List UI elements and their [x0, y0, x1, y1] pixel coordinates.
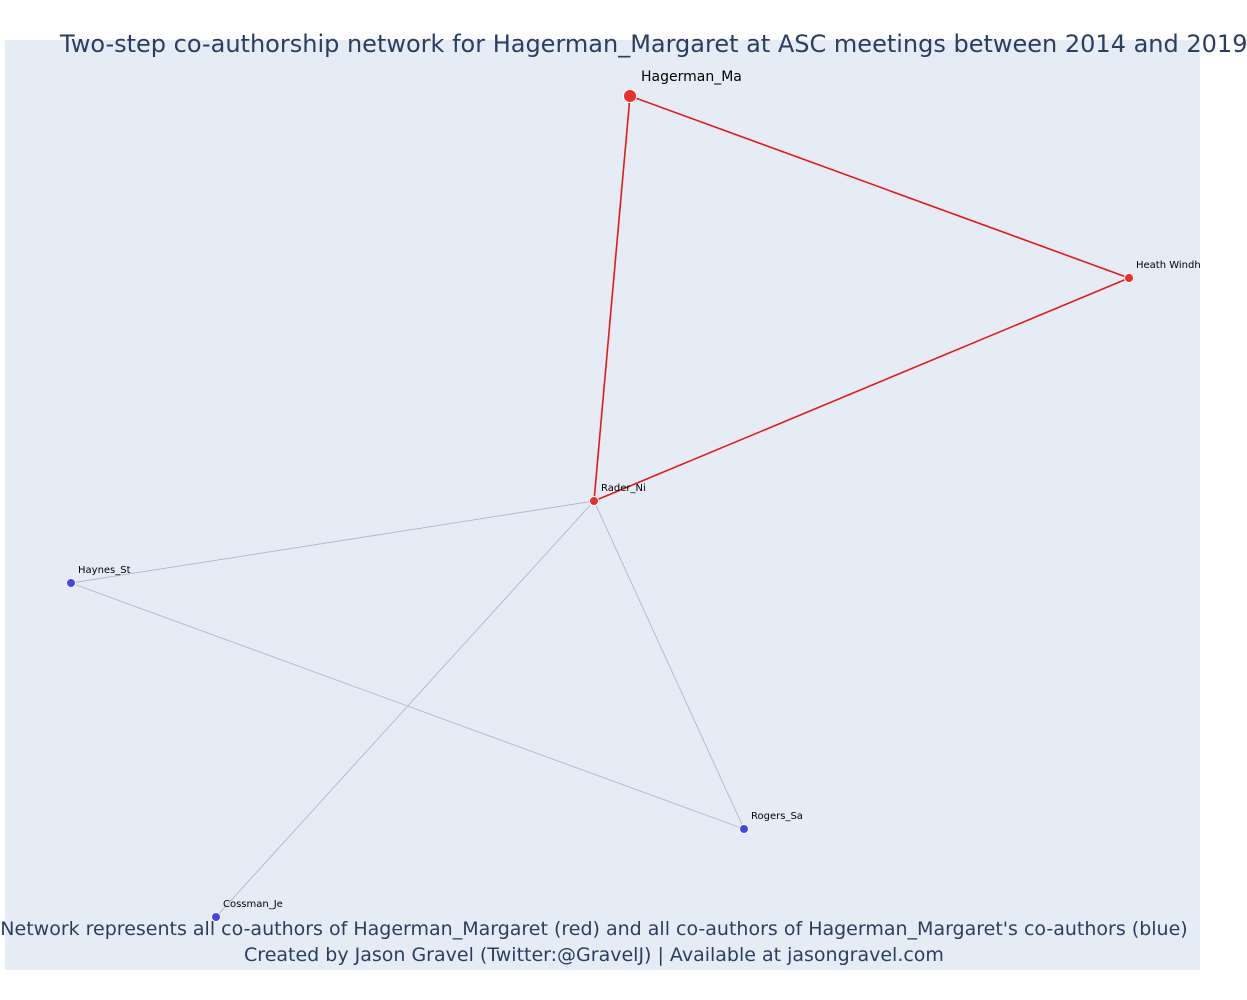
edge-rader-rogers — [593, 500, 745, 830]
node-heath[interactable] — [1124, 273, 1134, 283]
node-cossman[interactable] — [211, 912, 221, 922]
node-label-rogers: Rogers_Sa — [751, 811, 803, 822]
node-hagerman[interactable] — [623, 89, 637, 103]
node-label-rader: Rader_Ni — [601, 483, 646, 494]
node-label-cossman: Cossman_Je — [223, 899, 283, 910]
edge-hagerman-heath — [629, 95, 1130, 279]
nodes-layer — [66, 89, 1134, 922]
node-haynes[interactable] — [66, 578, 76, 588]
node-label-haynes: Haynes_St — [78, 565, 131, 576]
edge-hagerman-rader — [593, 95, 631, 502]
node-label-heath: Heath Windh — [1136, 260, 1201, 271]
node-rader[interactable] — [589, 496, 599, 506]
plot-area — [5, 40, 1200, 970]
chart-title: Two-step co-authorship network for Hager… — [60, 30, 1247, 58]
caption-line-2: Created by Jason Gravel (Twitter:@Gravel… — [244, 944, 944, 966]
edge-heath-rader — [593, 277, 1130, 502]
edges-layer — [70, 95, 1130, 918]
edge-rader-cossman — [215, 500, 595, 918]
caption-line-1: Network represents all co-authors of Hag… — [0, 918, 1188, 940]
node-label-hagerman: Hagerman_Ma — [641, 69, 742, 85]
node-rogers[interactable] — [739, 824, 749, 834]
edge-rader-haynes — [70, 500, 595, 584]
edge-haynes-rogers — [70, 582, 745, 830]
